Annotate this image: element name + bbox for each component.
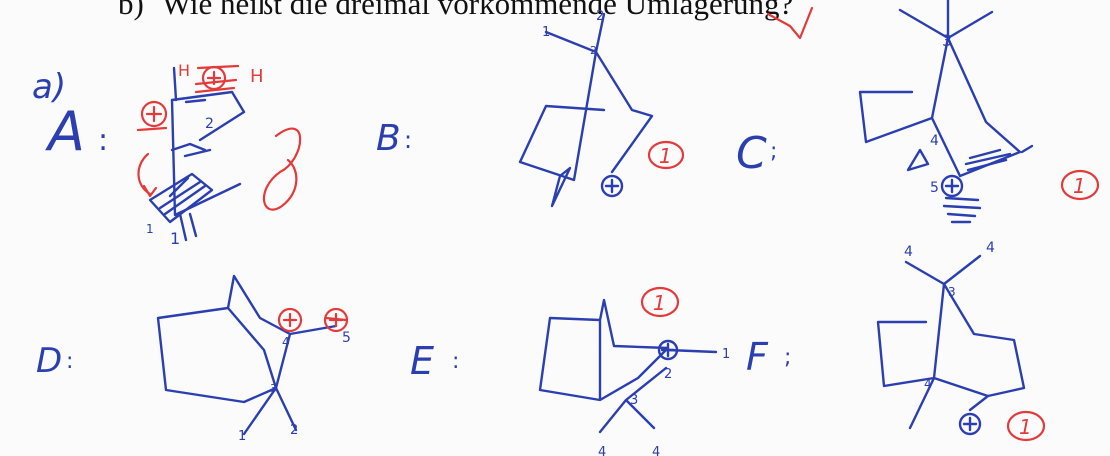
c-grade: 1 [1073,174,1086,198]
a-num-2: 1 [170,229,180,248]
structure-a-colon: : [98,123,108,158]
part-label: a) [32,67,66,107]
b-grade: 1 [659,144,672,168]
e-num-4a: 4 [598,445,606,456]
a-num-1b: 1 [146,222,154,236]
structure-e-grade: 1 [640,286,680,318]
f-num-4c: 4 [924,377,932,391]
e-num-4b: 4 [652,445,660,456]
f-num-4b: 4 [986,240,995,256]
structure-b-label: B [376,118,401,159]
question-number: b) [118,0,144,21]
structure-c-label: C [736,128,767,179]
f-num-4a: 4 [904,244,913,260]
d-num-3: 3 [270,382,277,395]
d-num-1: 1 [238,429,246,444]
structure-f-label: F [746,335,769,379]
a-mark-h2: H [250,66,264,87]
structure-a-corrections: H H [136,61,302,211]
structure-d-colon: : [66,349,73,374]
e-grade: 1 [653,291,666,315]
e-num-2: 2 [664,367,672,382]
question-text: Wie heißt die dreimal vorkommende Umlage… [161,0,794,21]
f-grade: 1 [1019,415,1032,439]
e-num-3: 3 [630,393,638,408]
d-num-2: 2 [290,423,298,438]
c-num-3: 3 [942,31,952,50]
structure-c-colon: ; [770,139,777,164]
structure-a-molecule: 1 2 1 [146,66,246,248]
structure-f-grade: 1 [1006,410,1046,442]
d-num-5: 5 [342,330,351,346]
c-num-5: 5 [930,180,939,196]
c-num-4: 4 [930,133,939,149]
structure-b-grade: 1 [647,140,685,170]
a-mark-h1: H [178,61,190,80]
b-num-2: 2 [596,9,604,24]
structure-b-molecule: 1 2 2 [518,9,654,208]
structure-d-molecule: 4 5 1 2 3 [156,274,351,444]
check-mark-icon [766,6,814,40]
f-num-3: 3 [948,285,956,299]
structure-b-colon: : [404,126,412,154]
structure-e-label: E [410,339,434,383]
structure-d-label: D [36,341,62,381]
b-num-1: 1 [542,25,550,40]
b-num-2b: 2 [590,44,597,57]
d-num-4: 4 [282,335,290,349]
question-heading: b) Wie heißt die dreimal vorkommende Umla… [118,0,793,22]
e-num-1: 1 [722,347,730,362]
structure-f-colon: ; [784,345,791,370]
a-num-1: 2 [205,116,214,132]
structure-e-molecule: 2 3 1 4 4 [538,298,730,456]
structure-f-molecule: 4 4 3 4 [876,240,1026,436]
structure-c-molecule: 3 4 5 [858,0,1034,224]
structure-c-grade: 1 [1060,169,1100,201]
structure-a-label: A [45,100,85,163]
structure-e-colon: : [452,349,459,374]
